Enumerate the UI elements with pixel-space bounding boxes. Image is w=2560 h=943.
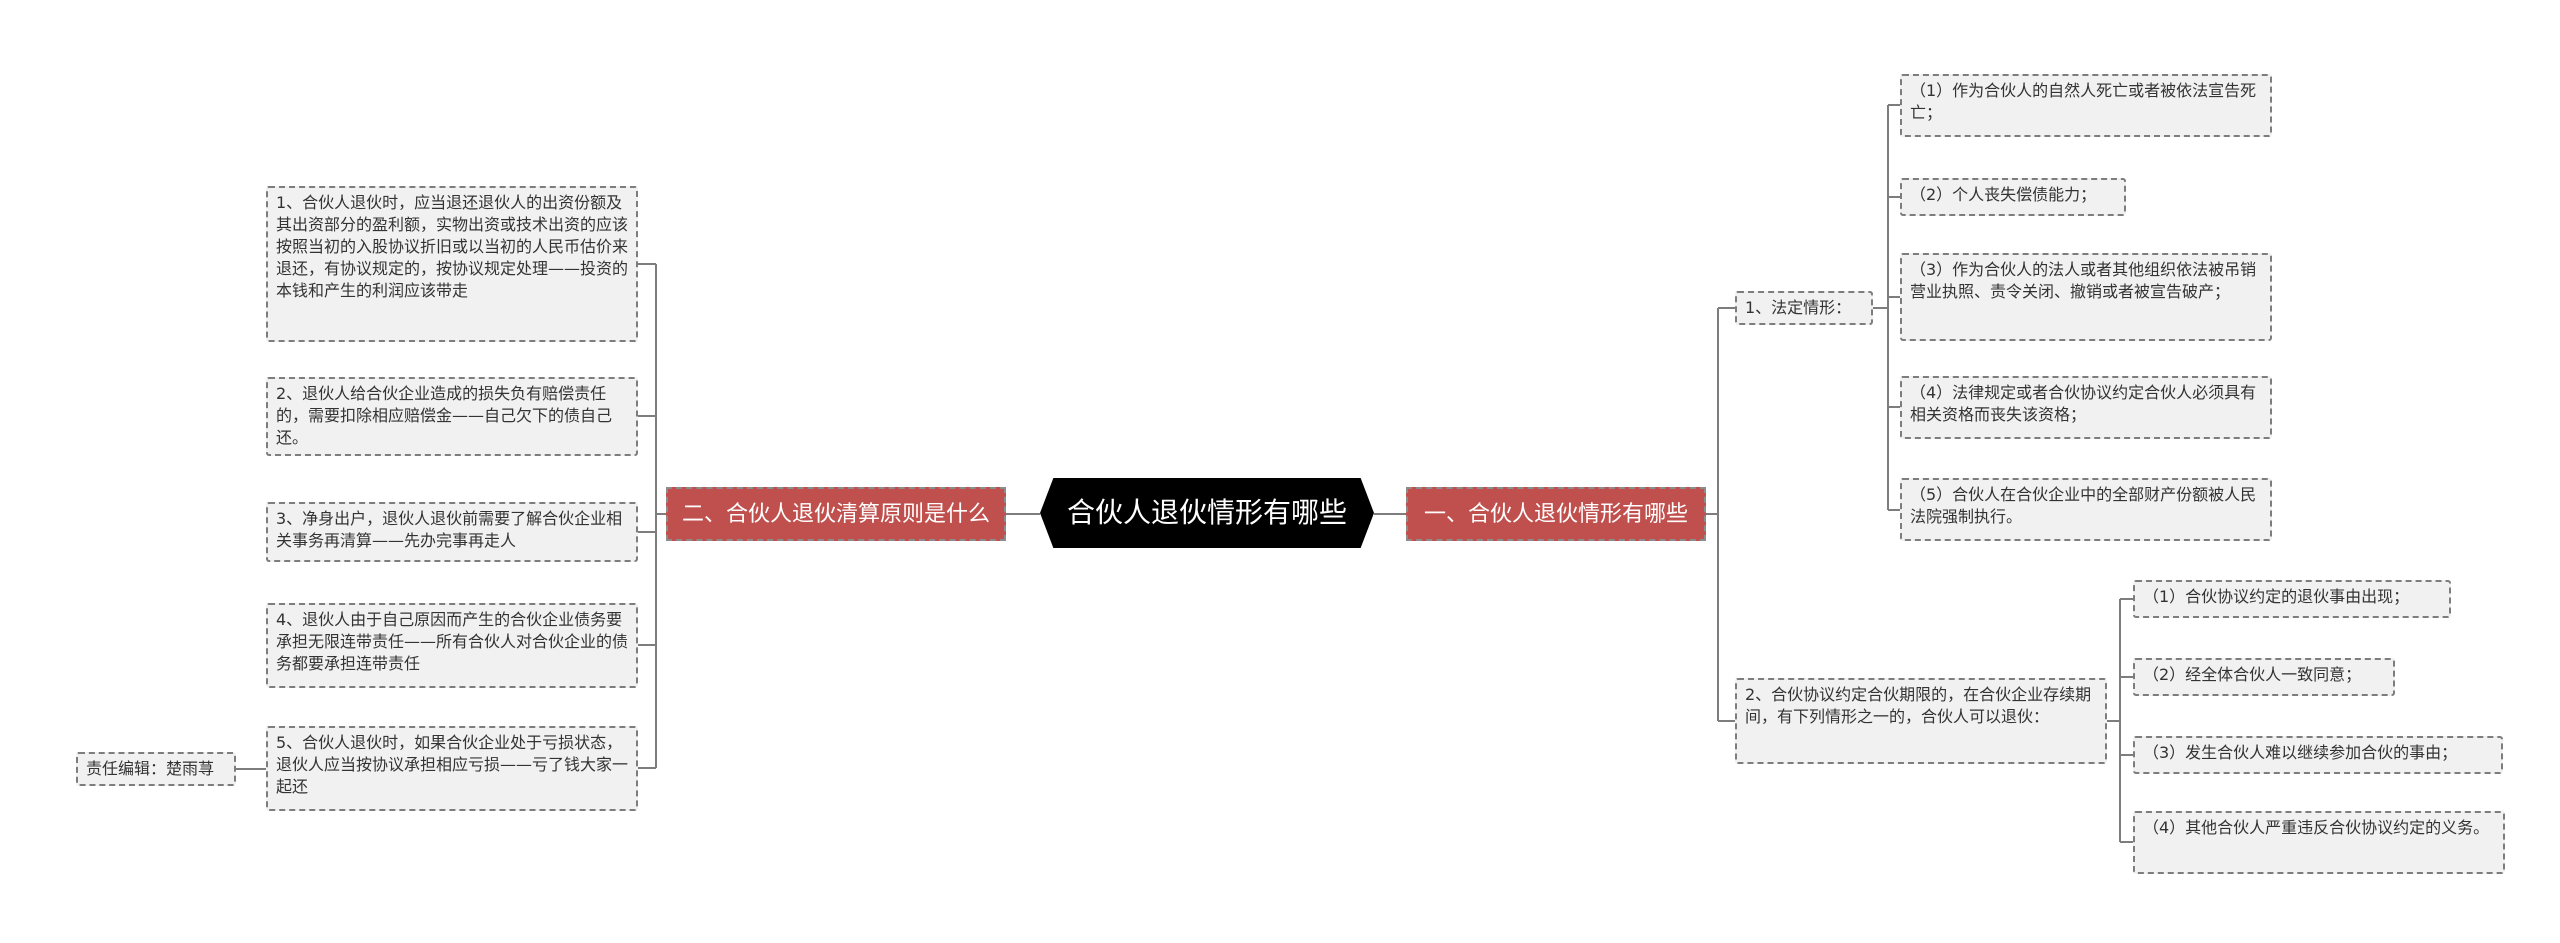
term-item-4[interactable]: （4）其他合伙人严重违反合伙协议约定的义务。 [2133,811,2505,874]
root-topic[interactable]: 合伙人退伙情形有哪些 [1040,478,1374,548]
left-item-1[interactable]: 1、合伙人退伙时，应当退还退伙人的出资份额及其出资部分的盈利额，实物出资或技术出… [266,186,638,342]
legal-item-2[interactable]: （2）个人丧失偿债能力； [1900,178,2126,216]
left-item-5[interactable]: 5、合伙人退伙时，如果合伙企业处于亏损状态，退伙人应当按协议承担相应亏损——亏了… [266,726,638,811]
branch-left-liquidation-principles[interactable]: 二、合伙人退伙清算原则是什么 [666,487,1006,541]
sub-agreed-term[interactable]: 2、合伙协议约定合伙期限的，在合伙企业存续期间，有下列情形之一的，合伙人可以退伙… [1735,678,2107,764]
sub-legal-situations[interactable]: 1、法定情形： [1735,291,1873,325]
branch-right-withdrawal-cases[interactable]: 一、合伙人退伙情形有哪些 [1406,487,1706,541]
legal-item-4[interactable]: （4）法律规定或者合伙协议约定合伙人必须具有相关资格而丧失该资格； [1900,376,2272,439]
term-item-1[interactable]: （1）合伙协议约定的退伙事由出现； [2133,580,2451,618]
left-item-4[interactable]: 4、退伙人由于自己原因而产生的合伙企业债务要承担无限连带责任——所有合伙人对合伙… [266,603,638,688]
left-item-3[interactable]: 3、净身出户，退伙人退伙前需要了解合伙企业相关事务再清算——先办完事再走人 [266,502,638,562]
term-item-2[interactable]: （2）经全体合伙人一致同意； [2133,658,2395,696]
legal-item-3[interactable]: （3）作为合伙人的法人或者其他组织依法被吊销营业执照、责令关闭、撤销或者被宣告破… [1900,253,2272,341]
left-item-2[interactable]: 2、退伙人给合伙企业造成的损失负有赔偿责任的，需要扣除相应赔偿金——自己欠下的债… [266,377,638,456]
legal-item-5[interactable]: （5）合伙人在合伙企业中的全部财产份额被人民法院强制执行。 [1900,478,2272,541]
editor-credit: 责任编辑：楚雨荨 [76,752,236,786]
term-item-3[interactable]: （3）发生合伙人难以继续参加合伙的事由； [2133,736,2503,774]
legal-item-1[interactable]: （1）作为合伙人的自然人死亡或者被依法宣告死亡； [1900,74,2272,137]
